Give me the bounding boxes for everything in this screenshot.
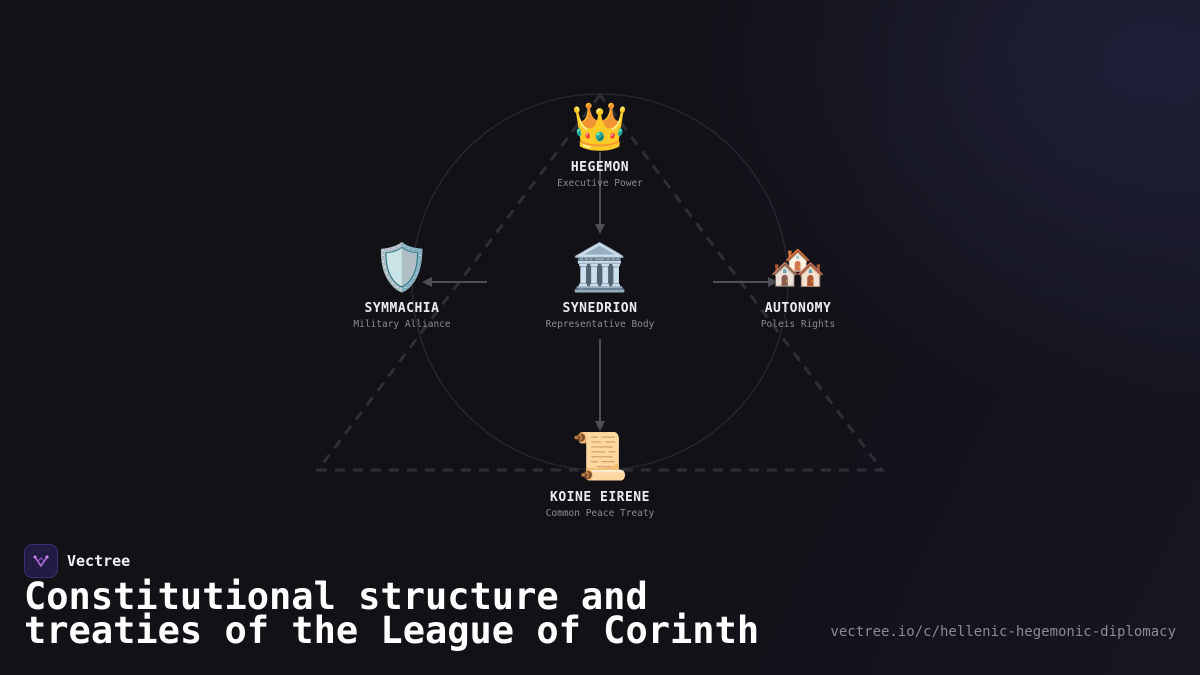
brand-name: Vectree xyxy=(67,552,131,570)
node-koine-eirene: 📜 KOINE EIRENE Common Peace Treaty xyxy=(500,428,700,519)
classical-building-icon: 🏛️ xyxy=(571,240,629,294)
node-symmachia: 🛡️ SYMMACHIA Military Alliance xyxy=(302,239,502,330)
node-synedrion: 🏛️ SYNEDRION Representative Body xyxy=(500,239,700,330)
node-title: SYMMACHIA xyxy=(364,301,440,316)
node-subtitle: Representative Body xyxy=(545,319,655,330)
node-autonomy: 🏘️ AUTONOMY Poleis Rights xyxy=(698,239,898,330)
crown-icon: 👑 xyxy=(571,99,629,153)
node-hegemon: 👑 HEGEMON Executive Power xyxy=(500,98,700,189)
node-title: KOINE EIRENE xyxy=(550,490,650,505)
node-title: HEGEMON xyxy=(570,160,630,175)
node-subtitle: Military Alliance xyxy=(353,319,451,330)
shield-icon: 🛡️ xyxy=(373,240,431,294)
node-title: AUTONOMY xyxy=(764,301,832,316)
scroll-icon: 📜 xyxy=(571,429,629,483)
node-subtitle: Executive Power xyxy=(557,178,643,189)
node-title: SYNEDRION xyxy=(562,301,638,316)
houses-icon: 🏘️ xyxy=(769,240,827,294)
vectree-logo-icon xyxy=(24,544,58,578)
source-url[interactable]: vectree.io/c/hellenic-hegemonic-diplomac… xyxy=(830,624,1176,640)
node-subtitle: Common Peace Treaty xyxy=(545,508,655,519)
node-subtitle: Poleis Rights xyxy=(760,319,836,330)
brand[interactable]: Vectree xyxy=(24,544,130,578)
page-title: Constitutional structure and treaties of… xyxy=(24,575,760,652)
